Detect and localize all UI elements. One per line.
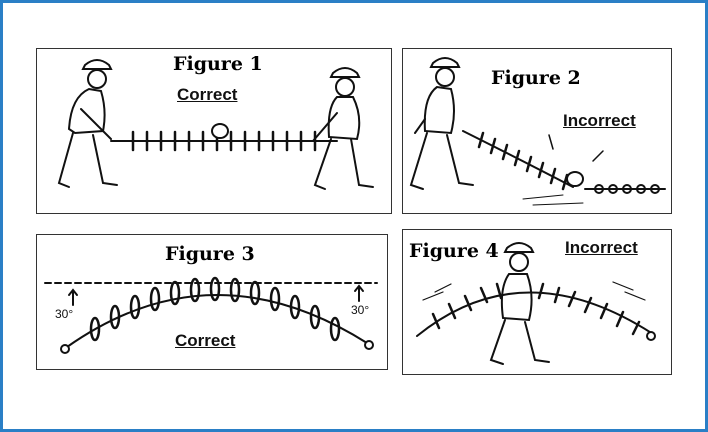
figure-2-illustration xyxy=(409,57,666,206)
figure-4-illustration xyxy=(416,242,656,365)
figure-1-illustration xyxy=(57,59,374,190)
figure-4-title: Figure 4 xyxy=(409,240,499,262)
worker-left-icon xyxy=(57,59,118,188)
figure-1-label: Correct xyxy=(177,85,238,104)
figure-2-label: Incorrect xyxy=(563,111,636,130)
figure-1-title: Figure 1 xyxy=(173,53,263,75)
figure-3-label: Correct xyxy=(175,331,236,350)
angle-right-label: 30° xyxy=(351,303,370,317)
worker-icon xyxy=(489,242,550,365)
figure-3-title: Figure 3 xyxy=(165,243,255,265)
figure-2-title: Figure 2 xyxy=(491,67,581,89)
figure-4-panel: Figure 4 Incorrect xyxy=(402,229,672,375)
figure-1-panel: Figure 1 Correct xyxy=(36,48,392,214)
insulator-string-icon xyxy=(416,281,656,341)
figure-3-panel: Figure 3 Correct 30° 30° xyxy=(36,234,388,370)
worker-right-icon xyxy=(312,67,374,190)
figure-3-illustration xyxy=(44,276,378,354)
worker-icon xyxy=(409,57,474,190)
figure-4-label: Incorrect xyxy=(565,238,638,257)
insulator-string-icon xyxy=(110,123,338,152)
figure-2-panel: Figure 2 Incorrect xyxy=(402,48,672,214)
angle-left-label: 30° xyxy=(55,307,74,321)
insulator-string-icon xyxy=(462,130,666,206)
